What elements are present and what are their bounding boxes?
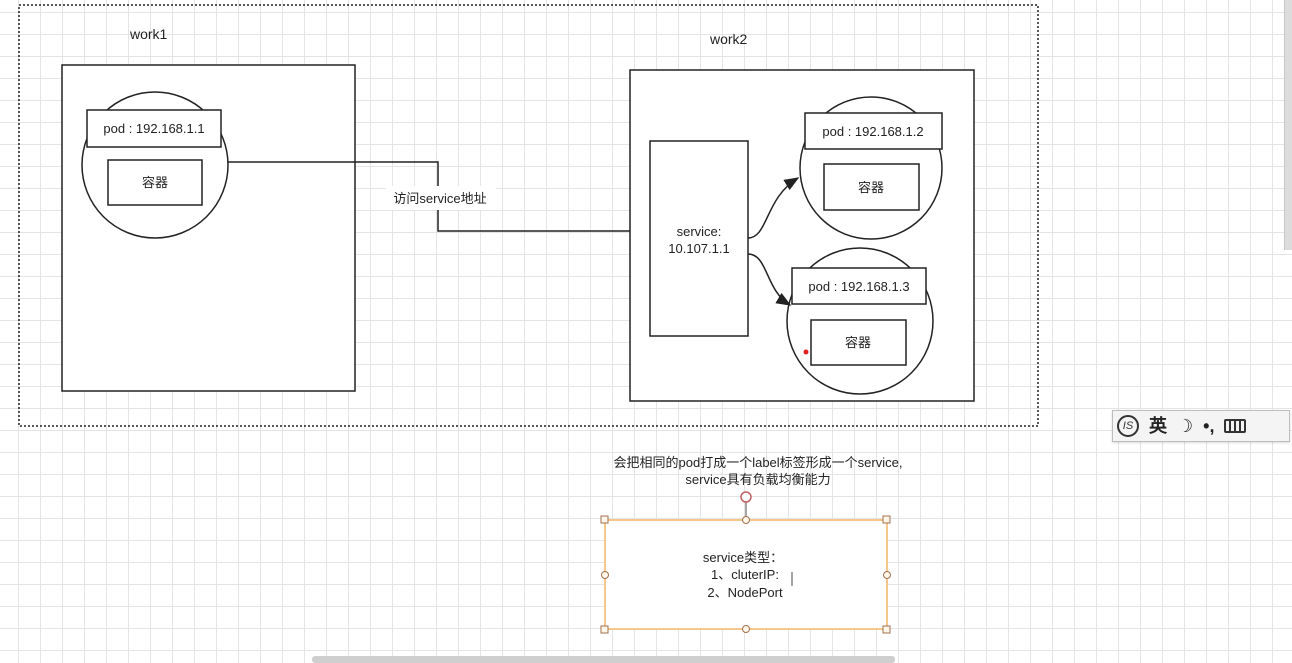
keyboard-icon[interactable] xyxy=(1224,419,1247,433)
pod1-container-box[interactable] xyxy=(107,159,203,206)
service-types-item1: 1、cluterIP: xyxy=(711,567,779,582)
work1-label: work1 xyxy=(129,26,168,42)
access-service-label: 访问service地址 xyxy=(393,191,486,206)
service-box[interactable] xyxy=(649,140,749,337)
ime-logo-icon[interactable]: IS xyxy=(1117,415,1139,437)
pod1-label-box[interactable] xyxy=(86,109,222,148)
pod2-label-box[interactable] xyxy=(804,112,943,150)
vertical-scrollbar[interactable] xyxy=(1284,0,1292,250)
description-line2[interactable]: service具有负载均衡能力 xyxy=(685,472,830,487)
work2-label: work2 xyxy=(709,31,748,47)
ime-toolbar[interactable]: IS 英 ☽ •, xyxy=(1112,410,1290,442)
red-marker-dot xyxy=(803,349,809,355)
pod3-container-box[interactable] xyxy=(810,319,907,366)
pod2-container-label: 容器 xyxy=(858,180,884,195)
service-to-pod2-arrow[interactable] xyxy=(747,177,800,239)
cluster-boundary[interactable] xyxy=(18,4,1039,427)
resize-handles[interactable] xyxy=(600,515,891,634)
service-label-line1: service: xyxy=(677,224,722,239)
rotate-handle[interactable] xyxy=(740,491,752,503)
service-types-title: service类型： xyxy=(703,550,783,565)
pod2-label: pod : 192.168.1.2 xyxy=(822,124,923,139)
service-label-line2: 10.107.1.1 xyxy=(668,241,729,256)
moon-icon[interactable]: ☽ xyxy=(1177,416,1194,436)
horizontal-scrollbar[interactable] xyxy=(312,656,895,663)
service-to-pod3-arrow[interactable] xyxy=(747,253,792,306)
description-line1[interactable]: 会把相同的pod打成一个label标签形成一个service, xyxy=(614,455,903,470)
pod3-container-label: 容器 xyxy=(845,335,871,350)
pod2-container-box[interactable] xyxy=(823,163,920,211)
pod1-container-label: 容器 xyxy=(142,175,168,190)
pod1-label: pod : 192.168.1.1 xyxy=(103,121,204,136)
pod3-label-box[interactable] xyxy=(791,267,927,305)
punctuation-icon[interactable]: •, xyxy=(1203,416,1215,436)
service-types-item2: 2、NodePort xyxy=(707,585,783,600)
pod3-label: pod : 192.168.1.3 xyxy=(808,279,909,294)
ime-lang-toggle[interactable]: 英 xyxy=(1149,416,1167,436)
